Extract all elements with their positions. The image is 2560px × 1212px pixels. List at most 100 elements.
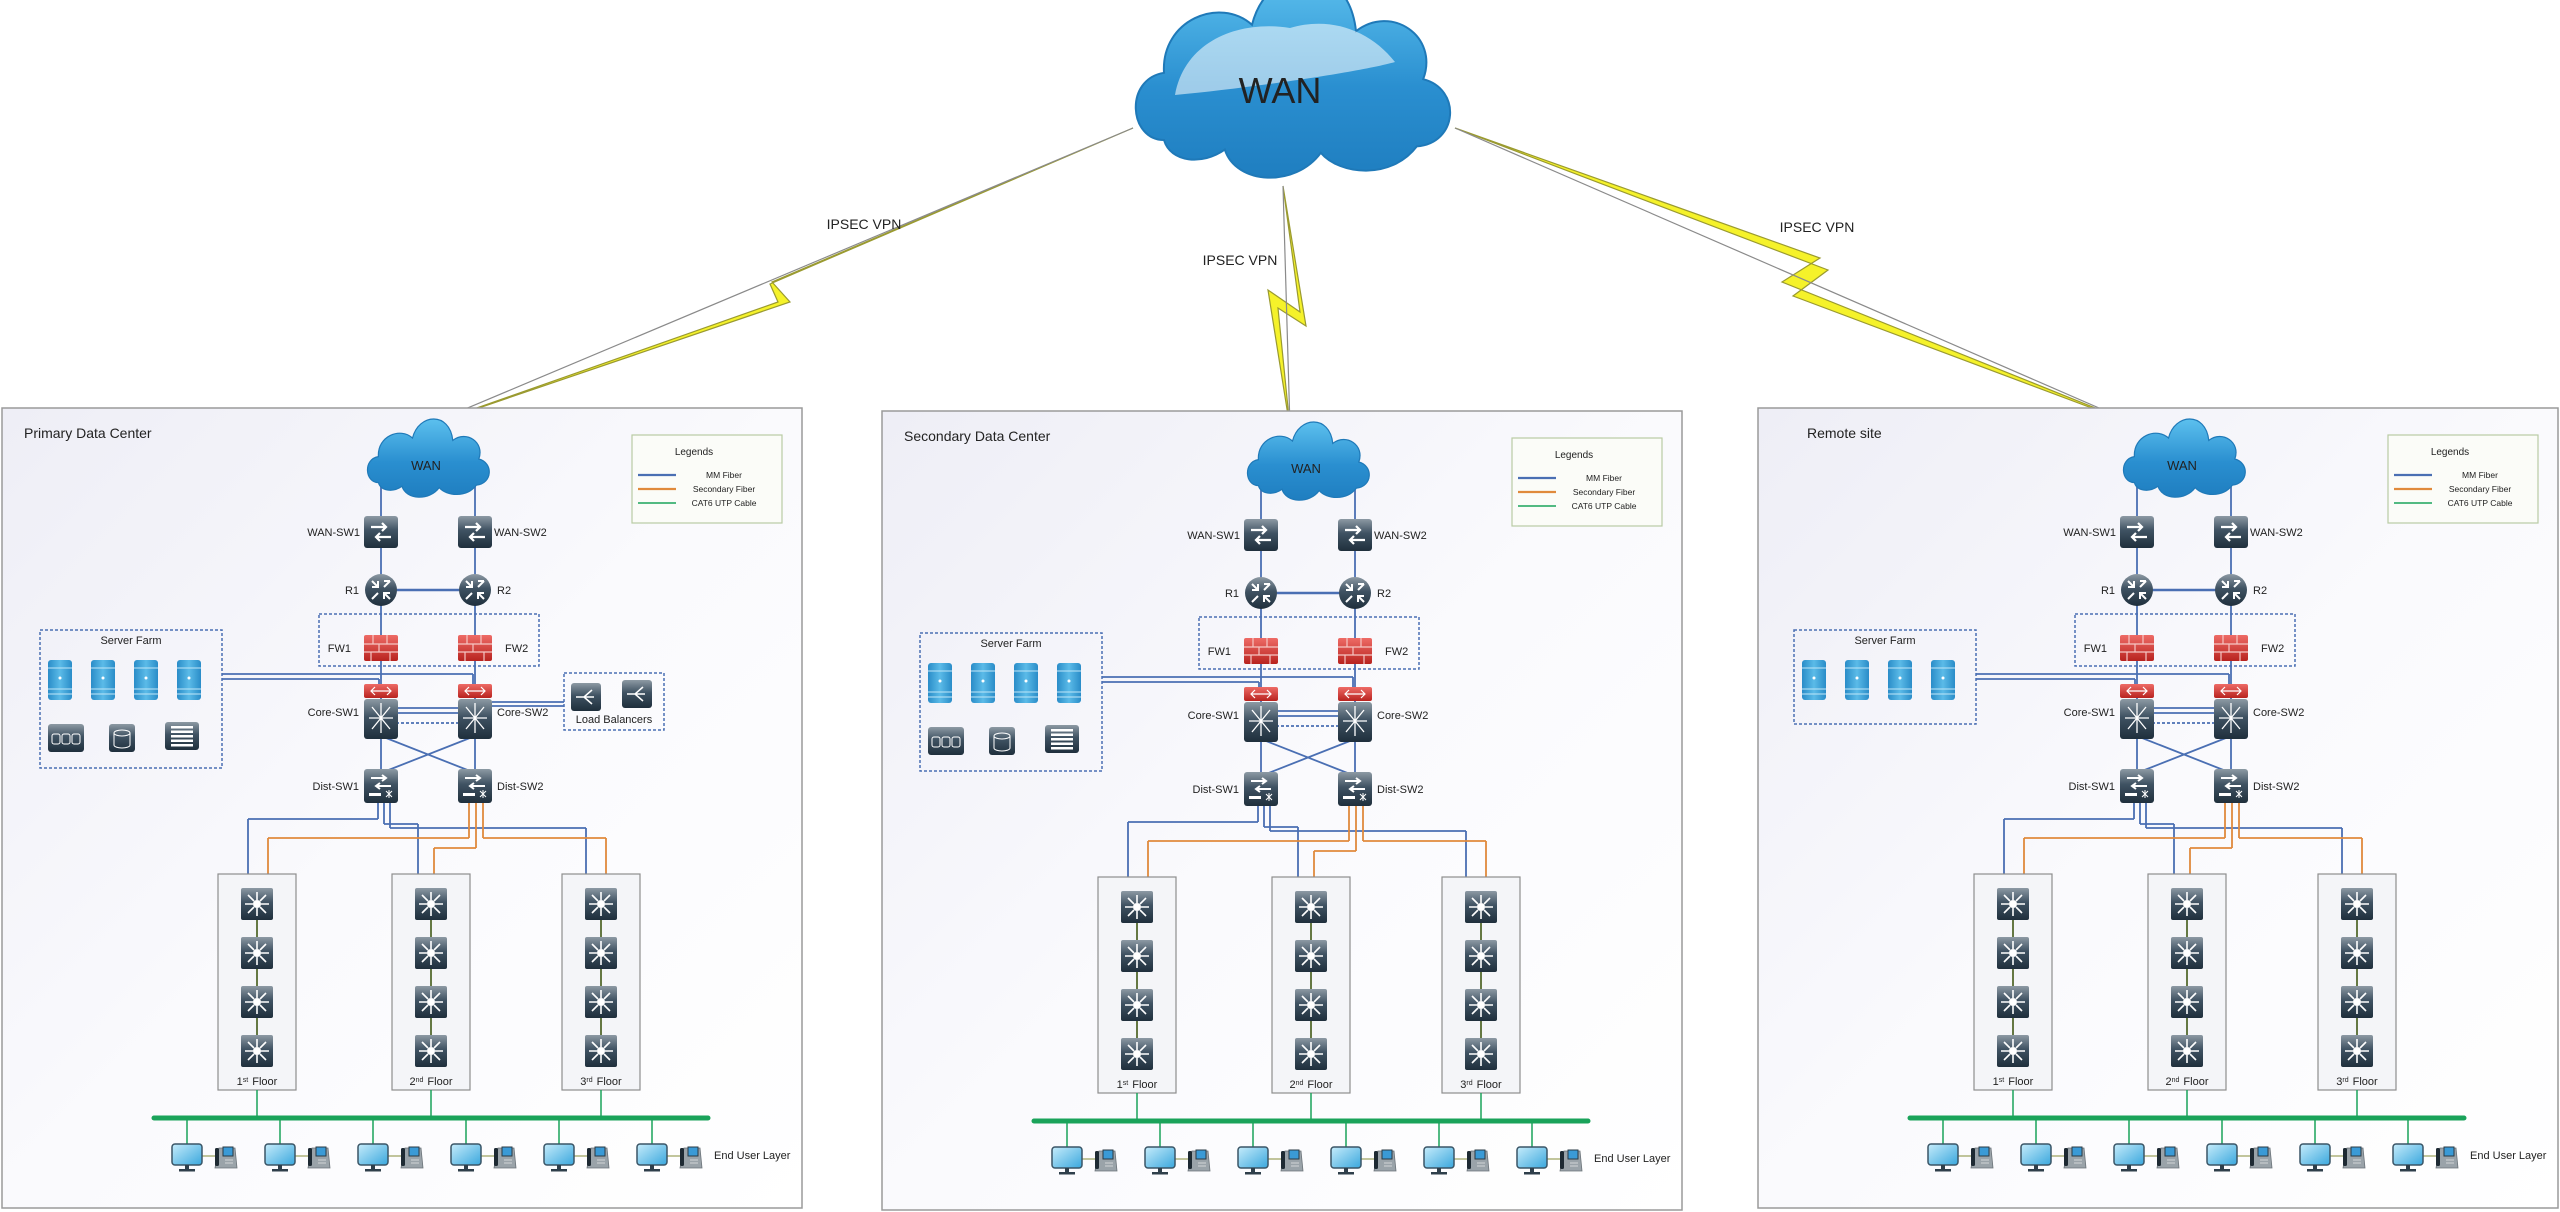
wan-sw1-label: WAN-SW1 — [2063, 527, 2116, 539]
server-farm-boundary — [1793, 629, 1977, 725]
firewall-body — [364, 635, 398, 661]
layer3-switch-icon — [2341, 1035, 2373, 1067]
floor-word: Floor — [252, 1076, 277, 1088]
firewall-body — [458, 635, 492, 661]
wan-cloud-group: WAN — [1134, 0, 1451, 179]
layer3-switch-icon — [2171, 937, 2203, 969]
ip-phone-icon — [586, 1146, 610, 1169]
server-icon — [48, 660, 72, 700]
file-server-icon — [165, 722, 199, 750]
vpn-link: IPSEC VPN — [1454, 127, 2146, 429]
layer3-switch-icon — [1465, 891, 1497, 923]
site-title: Primary Data Center — [24, 425, 152, 441]
legend-item-label: Secondary Fiber — [1573, 487, 1636, 497]
load-balancers-label: Load Balancers — [576, 714, 653, 726]
floor-word: Floor — [1307, 1079, 1332, 1091]
core-sw2-label: Core-SW2 — [2253, 707, 2304, 719]
legend-box — [631, 434, 783, 524]
router-r2-label: R2 — [497, 585, 511, 597]
cable — [1265, 738, 1356, 775]
floor-word: Floor — [1132, 1079, 1157, 1091]
router-body — [2121, 574, 2153, 606]
router-r2-label: R2 — [1377, 588, 1391, 600]
core-sw1-label: Core-SW1 — [308, 707, 359, 719]
monitor-screen — [1237, 1146, 1269, 1169]
workstation-icon — [543, 1143, 575, 1172]
legend-title: Legends — [2431, 447, 2469, 458]
layer3-switch-icon — [1295, 891, 1327, 923]
legend-item-label: CAT6 UTP Cable — [692, 498, 757, 508]
router-r2: R2 — [459, 574, 511, 606]
end-user-layer: End User Layer — [171, 1118, 791, 1172]
layer3-switch-icon — [2341, 986, 2373, 1018]
legend-box — [1511, 437, 1663, 527]
floor-number: 3 — [1460, 1079, 1466, 1091]
server-icon — [1802, 660, 1826, 700]
firewall-fw2: FW2 — [458, 635, 528, 661]
firewall-fw2-label: FW2 — [1385, 646, 1408, 658]
firewall-group-boundary — [2074, 613, 2296, 667]
floor-ordinal: nd — [1296, 1080, 1304, 1087]
router-r1-label: R1 — [345, 585, 359, 597]
monitor-screen — [636, 1143, 668, 1166]
site-wan-label: WAN — [411, 458, 441, 473]
cable — [385, 735, 476, 772]
server-body — [1014, 663, 1038, 703]
cable — [380, 735, 471, 772]
site-wan-cloud: WAN — [1246, 421, 1370, 501]
vpn-line — [1282, 185, 1291, 429]
core-sw2: Core-SW2 — [2214, 684, 2304, 739]
server-body — [1802, 660, 1826, 700]
wan-sw2-label: WAN-SW2 — [494, 527, 547, 539]
storage-array-body — [928, 727, 964, 755]
server-icon — [91, 660, 115, 700]
vpn-link: IPSEC VPN — [1203, 185, 1307, 429]
layer3-switch-icon — [585, 888, 617, 920]
server-body — [91, 660, 115, 700]
floor-word: Floor — [427, 1076, 452, 1088]
ip-phone-icon — [214, 1146, 238, 1169]
core-sw2-label: Core-SW2 — [497, 707, 548, 719]
server-body — [134, 660, 158, 700]
dist-sw2: Dist-SW2 — [458, 769, 543, 803]
core-sw1-label: Core-SW1 — [1188, 710, 1239, 722]
ip-phone-icon — [1970, 1146, 1994, 1169]
wan-cloud-icon — [1246, 421, 1370, 501]
phone-handset — [1095, 1151, 1099, 1169]
ip-phone-icon — [2435, 1146, 2459, 1169]
server-body — [1888, 660, 1912, 700]
firewall-group-boundary — [318, 613, 540, 667]
floor-number: 1 — [1993, 1076, 1999, 1088]
file-server-icon — [1045, 725, 1079, 753]
floor-word: Floor — [2008, 1076, 2033, 1088]
workstation-icon — [1237, 1146, 1269, 1175]
server-body — [48, 660, 72, 700]
cloud-highlight — [1175, 23, 1395, 96]
layer3-switch-icon — [415, 1035, 447, 1067]
storage-array-icon — [48, 724, 84, 752]
layer3-switch-icon — [1121, 989, 1153, 1021]
floor-word: Floor — [2353, 1076, 2378, 1088]
monitor-screen — [2020, 1143, 2052, 1166]
firewall-body — [2214, 635, 2248, 661]
wan-cloud: WAN — [1134, 0, 1451, 179]
ip-phone-icon — [1373, 1149, 1397, 1172]
legend-item-label: Secondary Fiber — [2449, 484, 2512, 494]
dist-sw2-label: Dist-SW2 — [2253, 781, 2299, 793]
wan-sw1-label: WAN-SW1 — [307, 527, 360, 539]
workstation-icon — [1144, 1146, 1176, 1175]
site-wan-label: WAN — [1291, 461, 1321, 476]
layer3-switch-icon — [1295, 940, 1327, 972]
database-icon — [989, 727, 1015, 755]
switch-body — [2214, 516, 2248, 548]
server-body — [928, 663, 952, 703]
